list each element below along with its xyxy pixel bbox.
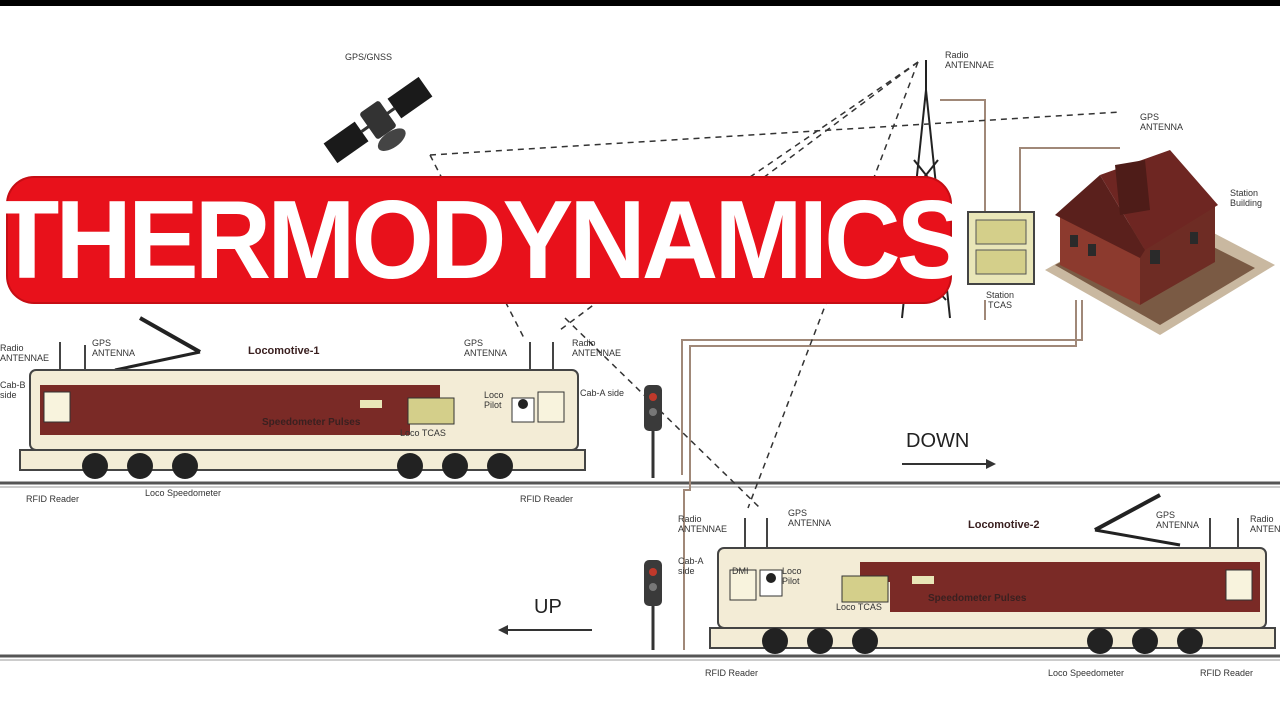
station-tcas-box [967, 211, 1035, 285]
signal-post-upper [644, 385, 662, 478]
station-building-label: Station Building [1230, 188, 1263, 208]
locomotive-1-label: Locomotive-1 [248, 345, 320, 357]
down-label: DOWN [906, 430, 970, 452]
loco2-rfid-right-label: RFID Reader [1200, 668, 1254, 678]
loco2-gps-antenna-right-label: GPS ANTENNA [1156, 510, 1200, 530]
loco1-speedometer-label: Speedometer Pulses [262, 417, 361, 428]
locomotive-2 [709, 493, 1276, 654]
up-direction-arrow [498, 625, 592, 635]
loco2-rfid-left-label: RFID Reader [705, 668, 759, 678]
radio-antennae-top-label: Radio ANTENNAE [945, 50, 995, 70]
loco1-loco-pilot-label: Loco Pilot [484, 390, 504, 410]
wired-connections [681, 99, 1120, 650]
station-building-icon [1045, 150, 1275, 335]
station-tcas-label: Station TCAS [985, 290, 1015, 310]
loco2-dmi-label: DMI [732, 566, 749, 576]
satellite-icon [323, 76, 433, 164]
up-label: UP [534, 596, 562, 618]
loco2-loco-speedometer-label: Loco Speedometer [1048, 668, 1125, 678]
title-banner: THERMODYNAMICS [0, 178, 967, 302]
top-border [0, 0, 1280, 6]
loco1-radio-antennae-label: Radio ANTENNAE [0, 343, 50, 363]
loco2-loco-pilot-label: Loco Pilot [782, 566, 802, 586]
loco1-loco-tcas-label: Loco TCAS [400, 428, 446, 438]
loco2-cab-a-label: Cab-A side [678, 556, 704, 576]
loco2-radio-antennae-right-label: Radio ANTENNAE [1250, 514, 1280, 534]
loco1-loco-speedometer-label: Loco Speedometer [145, 488, 222, 498]
loco1-rfid-right-label: RFID Reader [520, 494, 574, 504]
lower-track [0, 654, 1280, 661]
loco1-gps-antenna-left-label: GPS ANTENNA [92, 338, 136, 358]
loco2-speedometer-label: Speedometer Pulses [928, 593, 1027, 604]
locomotive-2-label: Locomotive-2 [968, 519, 1040, 531]
loco1-cab-a-label: Cab-A side [580, 388, 625, 398]
gps-antenna-top-label: GPS ANTENNA [1140, 112, 1184, 132]
upper-track [0, 481, 1280, 488]
loco1-rfid-left-label: RFID Reader [26, 494, 80, 504]
signal-post-lower [644, 560, 662, 650]
loco1-cab-b-label: Cab-B side [0, 380, 26, 400]
loco2-radio-antennae-label: Radio ANTENNAE [678, 514, 728, 534]
locomotive-1 [19, 316, 586, 479]
loco1-gps-antenna-right-label: GPS ANTENNA [464, 338, 508, 358]
down-direction-arrow [902, 459, 996, 469]
loco2-loco-tcas-label: Loco TCAS [836, 602, 882, 612]
loco1-radio-antennae-right-label: Radio ANTENNAE [572, 338, 622, 358]
title-text: THERMODYNAMICS [0, 178, 967, 302]
loco2-gps-antenna-label: GPS ANTENNA [788, 508, 832, 528]
gps-gnss-label: GPS/GNSS [345, 52, 393, 62]
